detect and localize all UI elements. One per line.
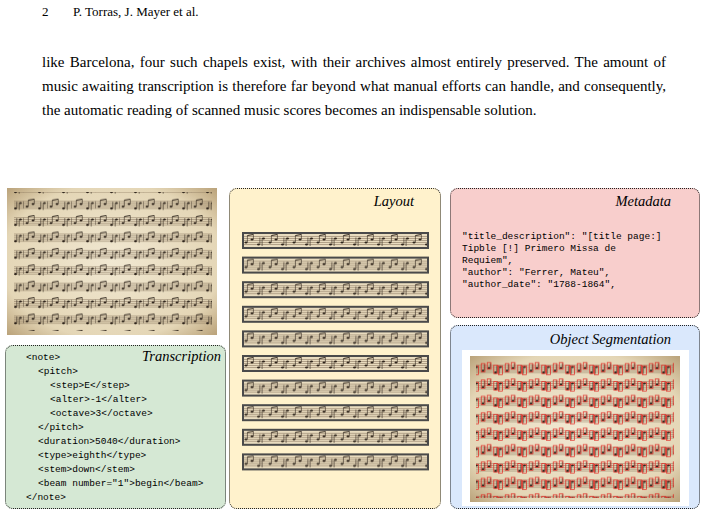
running-head: P. Torras, J. Mayer et al.: [73, 4, 199, 20]
panel-body: "title_description": "[title page:] Tipb…: [451, 231, 699, 291]
panel-fill: [450, 188, 700, 318]
page-number: 2: [42, 4, 49, 20]
score-image: [7, 188, 217, 335]
panel-title: Metadata: [451, 193, 699, 210]
staff-strips: [243, 233, 428, 469]
staff-strip: [243, 381, 428, 396]
label-holder: like Barcelona, four such chapels exist,…: [42, 50, 666, 122]
xml-line: </note>: [26, 491, 225, 505]
segmentation-boxes: [476, 360, 674, 498]
staff-strip: [243, 233, 428, 248]
label-holder: P. Torras, J. Mayer et al.: [73, 4, 199, 20]
panel-fill: [5, 345, 226, 509]
staff-strip: [243, 430, 428, 445]
staff-strip: [243, 356, 428, 371]
xml-line: </pitch>: [26, 421, 225, 435]
xml-line: <type>eighth</type>: [26, 449, 225, 463]
json-line: "author_date": "1788-1864",: [462, 279, 699, 291]
transcription-panel: Transcription<note><pitch><step>E</step>…: [5, 345, 226, 509]
xml-line: <octave>3</octave>: [26, 407, 225, 421]
json-line: "title_description": "[title page:] Tipb…: [462, 231, 667, 267]
xml-line: <beam number="1">begin</beam>: [26, 477, 225, 491]
xml-line: <pitch>: [26, 365, 225, 379]
segmentation-image: [462, 350, 689, 506]
staff-strip: [243, 405, 428, 420]
panel-fill: [450, 325, 700, 509]
panel-body: <note><pitch><step>E</step><alter>-1</al…: [6, 351, 225, 505]
metadata-panel: Metadata "title_description": "[title pag…: [450, 188, 700, 318]
staff-strip: [243, 307, 428, 322]
json-line: "author": "Ferrer, Mateu",: [462, 267, 699, 279]
staff-strip: [243, 258, 428, 273]
staff-strip: [243, 331, 428, 346]
segmentation-panel: Object Segmentation: [450, 325, 700, 509]
panel-title: Object Segmentation: [451, 331, 699, 348]
staff-strip: [243, 454, 428, 469]
panel-fill: [229, 188, 441, 509]
body-paragraph: like Barcelona, four such chapels exist,…: [42, 50, 666, 122]
xml-line: <alter>-1</alter>: [26, 393, 225, 407]
label-holder: 2: [42, 4, 49, 20]
xml-line: <duration>5040</duration>: [26, 435, 225, 449]
xml-line: <note>: [26, 351, 225, 365]
panel-fills: [5, 188, 700, 509]
xml-line: <step>E</step>: [26, 379, 225, 393]
score-paper: [470, 356, 680, 502]
score-paper: [7, 188, 217, 335]
panel-title: Layout: [230, 193, 440, 210]
staff-strip: [243, 282, 428, 297]
layout-panel: Layout: [229, 188, 441, 509]
xml-line: <stem>down</stem>: [26, 463, 225, 477]
score-staves: [14, 192, 212, 331]
image-frame: [462, 350, 689, 506]
